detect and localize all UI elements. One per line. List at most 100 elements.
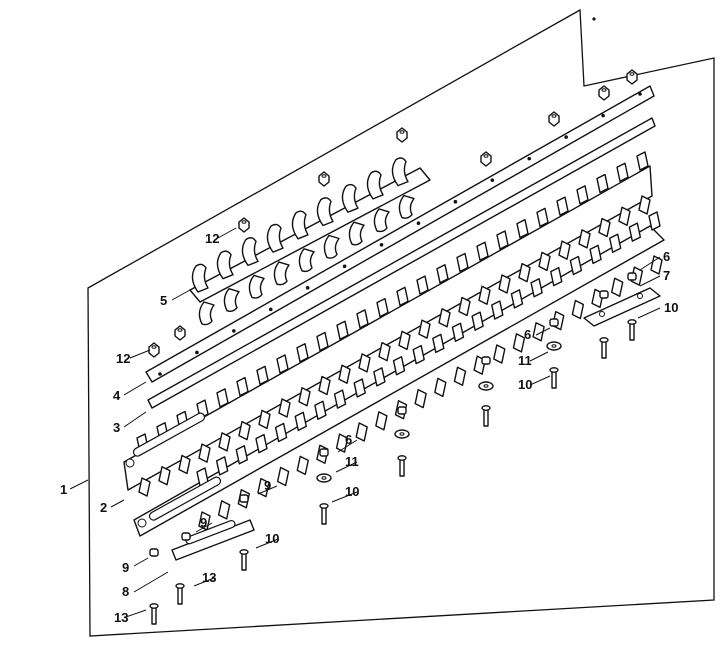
part-4-guide-bar <box>145 85 655 383</box>
callout-12-b: 12 <box>116 351 130 366</box>
leader-line <box>535 327 551 336</box>
blade-tooth <box>238 420 251 441</box>
blade-tooth <box>578 229 591 249</box>
bar-hole <box>195 350 199 355</box>
bar-hole <box>342 264 347 269</box>
blade-tooth <box>456 252 469 273</box>
blade-tooth <box>510 289 524 309</box>
blade-tooth <box>158 466 171 486</box>
blade-tooth <box>458 296 471 317</box>
hex-nut <box>318 171 330 187</box>
comb-tooth-lower <box>398 194 415 219</box>
callout-11-a: 11 <box>518 353 532 368</box>
screw-head <box>397 455 407 461</box>
blade-tooth <box>610 277 624 297</box>
blade-tooth <box>432 333 445 354</box>
spacer-sleeve <box>149 548 159 557</box>
part-8-slotted-plate <box>171 519 255 561</box>
bar-hole <box>379 242 384 247</box>
blade-tooth <box>496 230 509 250</box>
washer-bore <box>551 344 557 348</box>
comb-tooth-lower <box>298 248 315 273</box>
leader-line <box>133 557 149 567</box>
nut-bore <box>241 220 247 224</box>
comb-tooth-upper <box>341 183 359 213</box>
nut-bore <box>177 328 183 332</box>
blade-tooth <box>518 262 531 283</box>
blade-tooth <box>256 365 269 386</box>
bar-hole <box>527 156 532 161</box>
blade-tooth <box>616 162 629 182</box>
callout-1: 1 <box>60 482 67 497</box>
nut-bore <box>151 345 157 349</box>
callout-4: 4 <box>113 388 121 403</box>
comb-tooth-lower <box>223 288 240 312</box>
blade-tooth <box>258 409 271 430</box>
part-2-lower-cutting-blade <box>133 211 665 537</box>
blade-tooth <box>476 241 489 261</box>
comb-tooth-upper <box>216 250 234 280</box>
leader-lines <box>69 227 661 618</box>
nut-bore <box>551 114 557 118</box>
screw-head <box>627 319 637 325</box>
blade-tooth <box>416 275 429 295</box>
blade-tooth <box>178 454 191 475</box>
blade-tooth <box>530 278 543 298</box>
leader-line <box>529 351 549 362</box>
washer-bore <box>399 432 405 436</box>
blade-tooth <box>412 344 425 365</box>
blade-tooth <box>556 196 569 216</box>
bar-hole <box>453 199 458 204</box>
callout-6-b: 6 <box>524 327 531 342</box>
comb-tooth-upper <box>366 170 384 200</box>
blade-tooth <box>318 375 331 396</box>
blade-tooth <box>294 411 307 432</box>
blade-tooth <box>538 251 551 272</box>
hex-nut <box>548 111 560 127</box>
blade-tooth <box>451 322 465 343</box>
blade-tooth <box>358 353 371 373</box>
bar-hole <box>268 307 273 312</box>
blade-tooth <box>576 185 589 205</box>
comb-tooth-lower <box>348 221 365 246</box>
part-7-plate <box>583 287 661 327</box>
blade-tooth <box>376 297 389 318</box>
comb-tooth-lower <box>273 261 290 286</box>
screw-head <box>149 603 159 609</box>
blade-tooth <box>198 443 211 463</box>
comb-tooth-upper <box>241 237 259 267</box>
blade-tooth <box>636 151 649 171</box>
part-2-upper-cutting-blade <box>123 151 653 497</box>
callout-5: 5 <box>160 293 167 308</box>
blade-tooth <box>493 344 506 364</box>
blade-tooth <box>589 244 602 265</box>
callout-8: 8 <box>122 584 129 599</box>
callouts: 1 2 3 4 5 6 6 6 7 8 9 9 9 10 10 10 10 11… <box>60 231 678 625</box>
callout-9-c: 9 <box>122 560 129 575</box>
bar-hole <box>232 329 236 333</box>
comb-tooth-lower <box>248 274 265 299</box>
comb-tooth-upper <box>191 263 209 293</box>
leader-line <box>171 289 191 301</box>
blade-tooth <box>396 286 409 307</box>
callout-10-c: 10 <box>345 484 359 499</box>
callout-10-d: 10 <box>265 531 279 546</box>
blade-tooth <box>398 330 411 351</box>
part-3-spacer-strip <box>147 117 656 409</box>
callout-13-b: 13 <box>114 610 128 625</box>
blade-tooth <box>236 376 249 397</box>
blade-tooth <box>373 367 386 387</box>
blade-tooth <box>498 274 511 294</box>
blade-tooth <box>278 398 291 418</box>
blade-tooth <box>648 211 661 231</box>
screw-head <box>175 583 185 589</box>
spacer-sleeve <box>239 494 249 503</box>
blade-tooth <box>316 331 329 352</box>
blade-tooth <box>274 422 288 443</box>
comb-tooth-upper <box>391 157 409 187</box>
comb-tooth-upper <box>316 197 334 227</box>
blade-tooth <box>550 266 563 287</box>
callout-7: 7 <box>663 268 670 283</box>
screw-head <box>239 549 249 555</box>
blade-tooth <box>512 333 526 353</box>
